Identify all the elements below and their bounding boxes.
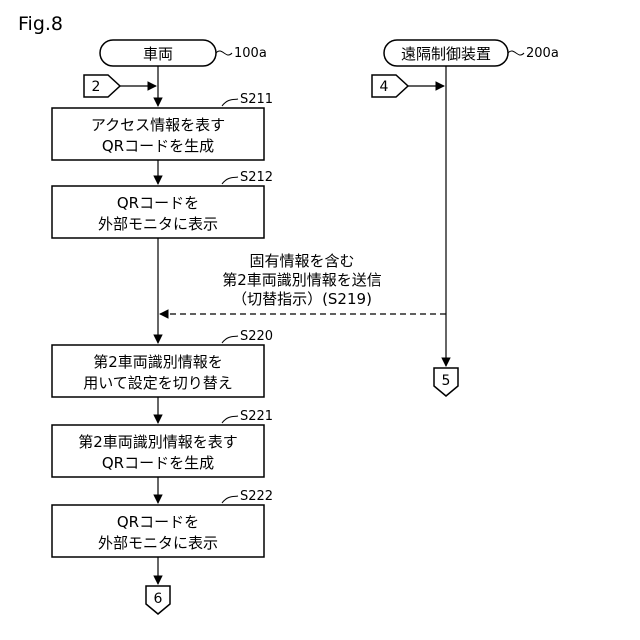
message-line1: 固有情報を含む (249, 252, 354, 270)
step-s211-id: S211 (240, 92, 273, 107)
connector-out-remote-label: 5 (442, 373, 451, 389)
connector-in-vehicle (84, 75, 120, 97)
step-s211-line1: アクセス情報を表す (91, 116, 225, 134)
message-line3: （切替指示）(S219) (232, 290, 372, 308)
step-s221-line2: QRコードを生成 (102, 454, 214, 472)
connector-in-remote-label: 4 (380, 79, 389, 95)
step-s222-id: S222 (240, 489, 273, 504)
step-s222-line2: 外部モニタに表示 (98, 534, 218, 552)
step-s211-line2: QRコードを生成 (102, 137, 214, 155)
step-s220-line2: 用いて設定を切り替え (83, 374, 233, 392)
connector-in-vehicle-label: 2 (92, 79, 101, 95)
remote-label: 遠隔制御装置 (401, 45, 491, 63)
remote-ref: 200a (526, 46, 559, 61)
figure-label: Fig.8 (18, 13, 63, 35)
step-s222-line1: QRコードを (117, 513, 199, 531)
connector-in-remote (372, 75, 408, 97)
vehicle-ref: 100a (234, 46, 267, 61)
message-line2: 第2車両識別情報を送信 (222, 271, 382, 289)
step-s212-line1: QRコードを (117, 194, 199, 212)
step-s221-line1: 第2車両識別情報を表す (78, 433, 238, 451)
step-s220-id: S220 (240, 329, 273, 344)
connector-out-vehicle-label: 6 (154, 591, 163, 607)
step-s221-id: S221 (240, 409, 273, 424)
step-s212-line2: 外部モニタに表示 (98, 215, 218, 233)
step-s212-id: S212 (240, 170, 273, 185)
vehicle-label: 車両 (143, 45, 173, 63)
step-s220-line1: 第2車両識別情報を (93, 353, 223, 371)
